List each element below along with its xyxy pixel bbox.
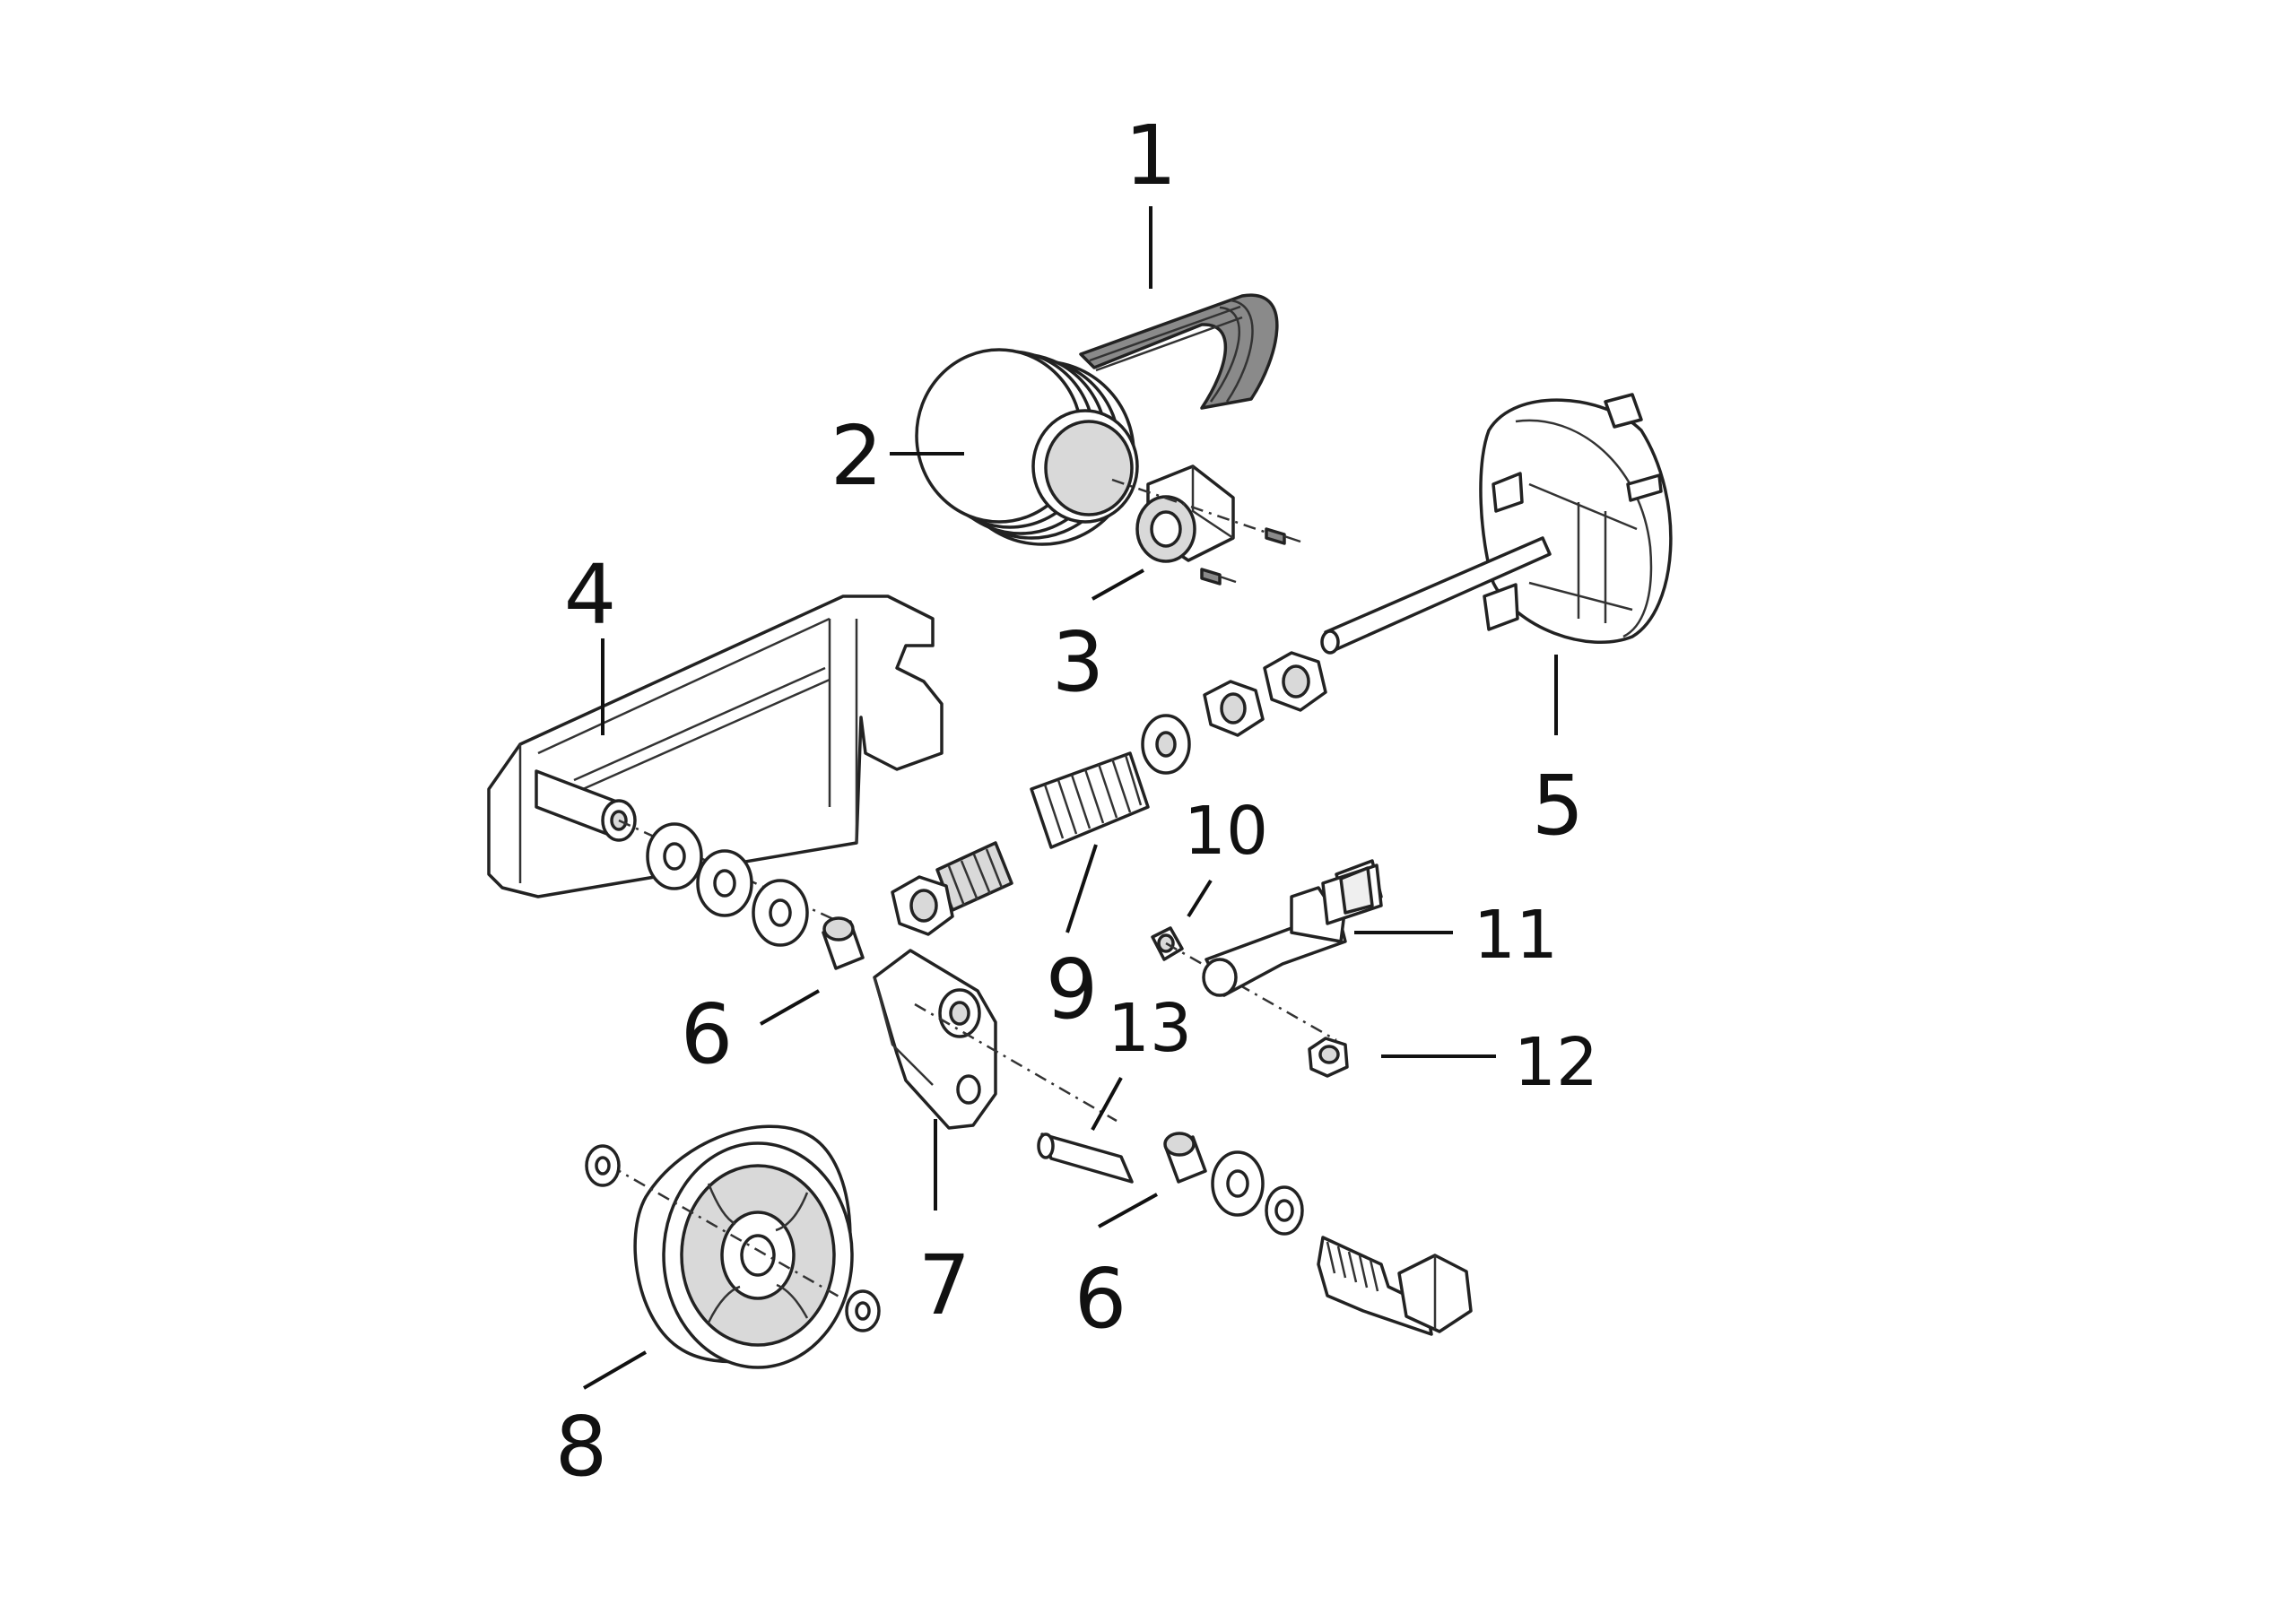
- callout-9: 9: [1046, 941, 1099, 1037]
- bracket-part: [487, 594, 944, 898]
- bolt-stack-parts: [1163, 1132, 1473, 1336]
- callout-2: 2: [831, 408, 883, 504]
- callout-3: 3: [1052, 614, 1105, 710]
- callout-13: 13: [1108, 990, 1192, 1067]
- callout-1: 1: [1125, 108, 1178, 204]
- callout-labels: 1 2 3 4 5 6 6 7 8 9 10 11 12 13: [555, 108, 1598, 1495]
- wheel-part: [585, 1124, 881, 1369]
- tension-arm-part: [873, 949, 1118, 1130]
- spring-assembly-parts: [891, 651, 1327, 936]
- callout-11: 11: [1474, 897, 1558, 974]
- callout-12: 12: [1514, 1024, 1598, 1101]
- cap-screw-part: [1308, 1037, 1349, 1078]
- belt-part: [1079, 293, 1279, 410]
- callout-4: 4: [564, 547, 617, 643]
- pin-part: [1037, 1132, 1134, 1184]
- lever-part: [1151, 859, 1383, 1042]
- bracket-washers: [618, 819, 865, 970]
- taper-bush-part: [1111, 464, 1301, 586]
- callout-6-right: 6: [1074, 1251, 1127, 1347]
- motor-unit-part: [1320, 393, 1673, 655]
- callout-5: 5: [1532, 758, 1585, 854]
- pulley-part: [915, 348, 1139, 546]
- callout-7: 7: [918, 1237, 971, 1333]
- callout-6-left: 6: [681, 986, 734, 1082]
- callout-8: 8: [555, 1399, 608, 1495]
- callout-10: 10: [1184, 793, 1268, 870]
- leader-lines: [582, 206, 1558, 1390]
